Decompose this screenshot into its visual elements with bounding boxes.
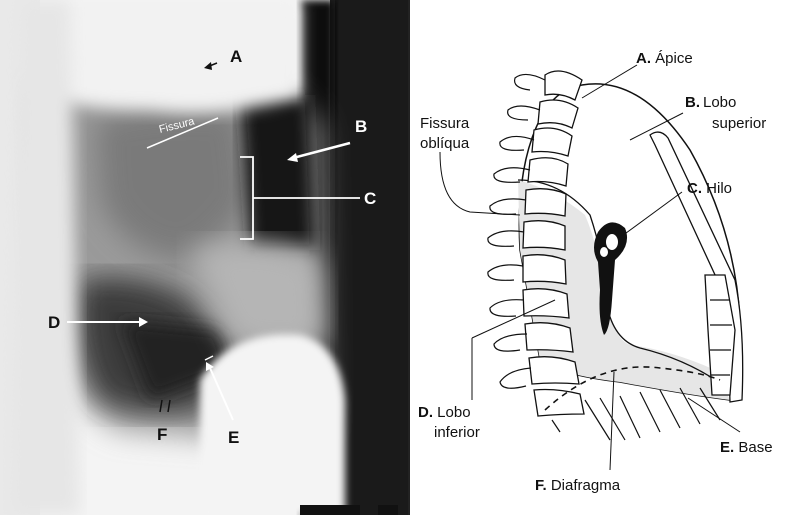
svg-text:A. Ápice: A. Ápice (636, 50, 693, 67)
svg-text:A: A (230, 47, 242, 66)
svg-text:Fissura: Fissura (420, 115, 470, 132)
svg-text:inferior: inferior (434, 424, 480, 441)
svg-text:D: D (48, 313, 60, 332)
lung-lateral-diagram: A. Ápice B.Lobo superior Fissura oblíqua… (412, 0, 791, 515)
svg-text:F. Diafragma: F. Diafragma (535, 477, 621, 494)
svg-text:D. Lobo: D. Lobo (418, 404, 471, 421)
svg-text:superior: superior (712, 115, 766, 132)
svg-text:C: C (364, 189, 376, 208)
svg-text:E: E (228, 428, 239, 447)
svg-text:B.Lobo: B.Lobo (685, 94, 736, 111)
svg-text:F: F (157, 425, 167, 444)
lateral-chest-xray: Fissura A B C D E F (0, 0, 408, 515)
svg-text:oblíqua: oblíqua (420, 135, 470, 152)
svg-text:C. Hilo: C. Hilo (687, 180, 732, 197)
svg-text:B: B (355, 117, 367, 136)
panel-divider (408, 0, 410, 515)
svg-text:E. Base: E. Base (720, 439, 773, 456)
